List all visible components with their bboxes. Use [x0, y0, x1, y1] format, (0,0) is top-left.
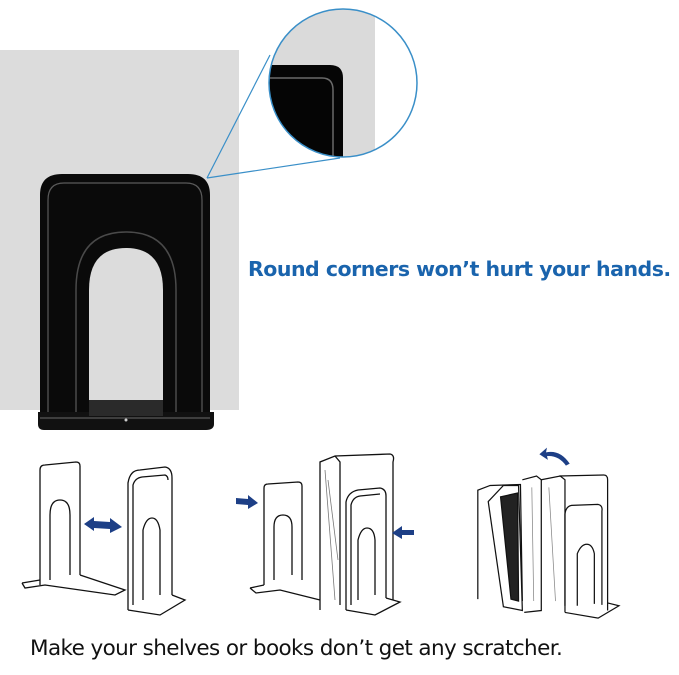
illustration-pull-book [477, 447, 621, 619]
illustration-adjust-spacing [21, 461, 187, 616]
double-horizontal-arrow-icon [84, 517, 122, 533]
bookend-product-image [38, 8, 418, 430]
round-corners-caption: Round corners won’t hurt your hands. [248, 257, 671, 281]
curved-arrow-icon [539, 447, 570, 466]
no-scratches-caption: Make your shelves or books don’t get any… [30, 636, 563, 661]
magnifier-detail [269, 9, 417, 157]
bookend-black [38, 174, 214, 430]
inward-arrows-icon [236, 495, 414, 539]
magnifier-circle [268, 8, 418, 158]
illustration-compress-books [236, 453, 414, 616]
